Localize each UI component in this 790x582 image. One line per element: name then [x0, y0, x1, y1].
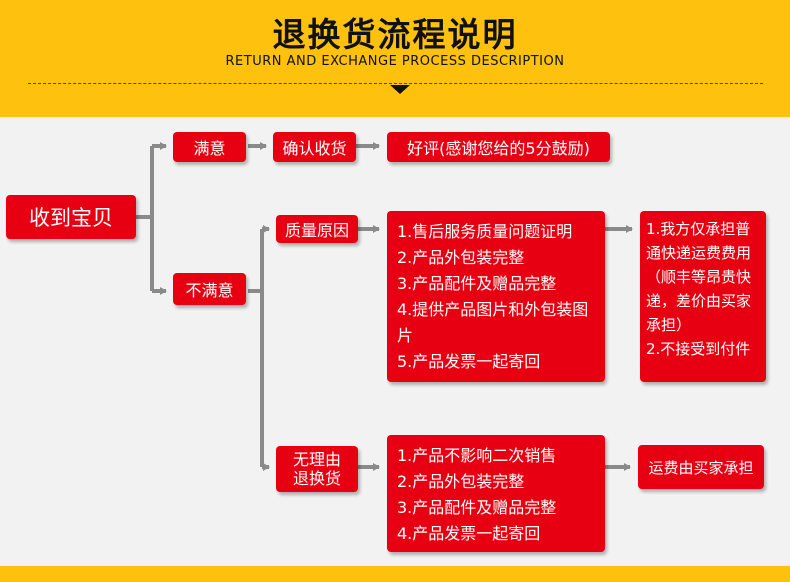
- node-no-reason-return: 无理由 退换货: [276, 446, 358, 492]
- node-confirm-receipt: 确认收货: [273, 132, 356, 162]
- page-subtitle: RETURN AND EXCHANGE PROCESS DESCRIPTION: [225, 54, 565, 69]
- list-item: 1.售后服务质量问题证明: [397, 222, 573, 241]
- header-banner: 退换货流程说明 RETURN AND EXCHANGE PROCESS DESC…: [0, 0, 790, 117]
- list-item: 3.产品配件及赠品完整: [397, 274, 557, 293]
- list-item: 2.不接受到付件: [646, 340, 751, 358]
- no-reason-label-line2: 退换货: [292, 469, 341, 488]
- header-notch-icon: [390, 85, 410, 94]
- list-item: 4.提供产品图片和外包装图片: [397, 300, 589, 345]
- node-quality-reason: 质量原因: [276, 215, 358, 243]
- node-good-review: 好评(感谢您给的5分鼓励): [387, 132, 610, 162]
- header-divider: [28, 83, 763, 84]
- list-item: 1.我方仅承担普通快递运费费用（顺丰等昂贵快递，差价由买家承担）: [646, 220, 752, 334]
- page-title: 退换货流程说明: [272, 15, 518, 54]
- node-unsatisfied: 不满意: [173, 273, 246, 305]
- list-item: 5.产品发票一起寄回: [397, 352, 541, 371]
- no-reason-requirements-list: 1.产品不影响二次销售 2.产品外包装完整 3.产品配件及赠品完整 4.产品发票…: [387, 435, 605, 552]
- footer-bar: [0, 566, 790, 582]
- list-item: 1.产品不影响二次销售: [397, 446, 557, 465]
- list-item: 2.产品外包装完整: [397, 248, 525, 267]
- list-item: 2.产品外包装完整: [397, 472, 525, 491]
- quality-shipping-notes: 1.我方仅承担普通快递运费费用（顺丰等昂贵快递，差价由买家承担） 2.不接受到付…: [640, 211, 766, 382]
- node-received: 收到宝贝: [6, 195, 136, 239]
- list-item: 4.产品发票一起寄回: [397, 524, 541, 543]
- list-item: 3.产品配件及赠品完整: [397, 498, 557, 517]
- node-satisfied: 满意: [173, 132, 246, 162]
- node-buyer-pays-shipping: 运费由买家承担: [638, 445, 764, 489]
- no-reason-label-line1: 无理由: [292, 450, 341, 469]
- quality-requirements-list: 1.售后服务质量问题证明 2.产品外包装完整 3.产品配件及赠品完整 4.提供产…: [387, 211, 605, 382]
